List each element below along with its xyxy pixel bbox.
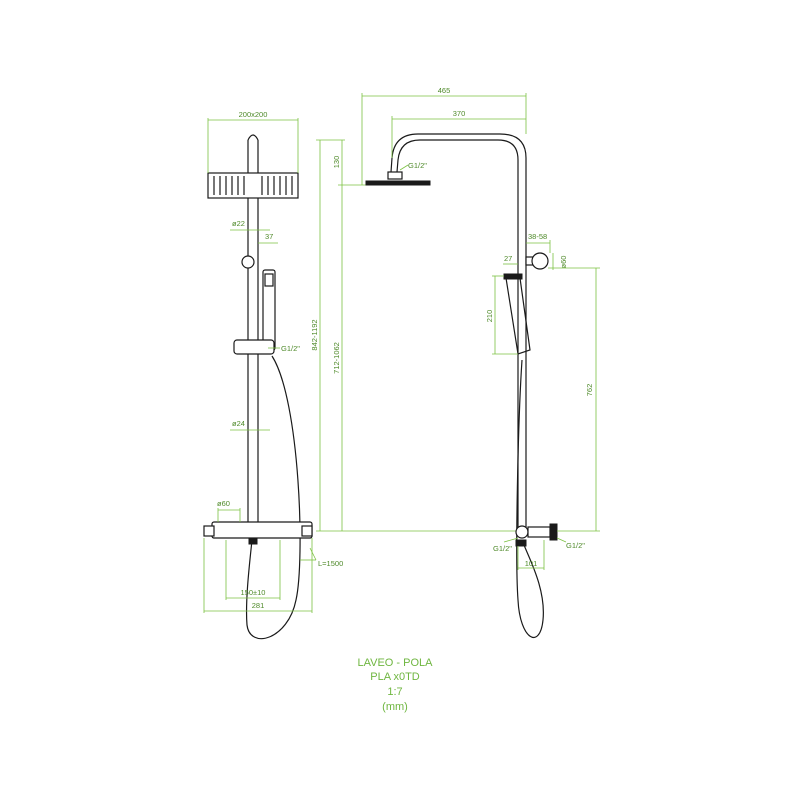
dim-arm-offset: 37: [265, 232, 273, 241]
dim-holder-thread: G1/2": [281, 344, 300, 353]
dim-inlet-left: G1/2": [493, 544, 512, 553]
front-dimensions: 200x200 ø22 37 G1/2" ø24 ø60 L=1500 150±…: [203, 110, 343, 613]
hose-side: [516, 359, 544, 639]
dim-rail-top: ø22: [232, 219, 245, 228]
dim-adj-height: 712-1062: [332, 342, 341, 374]
valve-left-knob: [203, 525, 215, 537]
dim-valve-front: ø60: [217, 499, 230, 508]
dim-reach-total: 465: [438, 86, 451, 95]
thermostatic-valve: [211, 521, 313, 539]
valve-right-knob: [301, 525, 313, 537]
rail-ring: [241, 255, 255, 269]
hose: [245, 355, 301, 640]
dim-total-height: 842-1192: [310, 319, 319, 350]
handset-holder: [233, 339, 275, 355]
valve-outlet: [248, 537, 258, 545]
hand-shower-head: [503, 273, 523, 280]
height-dimensions: 842-1192 712-1062 130: [310, 139, 525, 532]
shower-head: [207, 172, 299, 199]
dim-centers: 150±10: [241, 588, 266, 597]
dim-valve-width: 281: [252, 601, 265, 610]
shower-arm-outer: [396, 139, 519, 530]
dim-head-drop: 130: [332, 156, 341, 169]
shower-head-nozzles: [213, 176, 293, 195]
title-line-3: 1:7: [387, 686, 403, 698]
wall-bracket: [531, 252, 549, 270]
head-connector: [387, 171, 403, 180]
dim-inlet-right: G1/2": [566, 541, 585, 550]
dim-valve-side: ø60: [559, 256, 568, 269]
shower-head-side: [365, 180, 431, 186]
front-view: [203, 134, 313, 640]
dim-rail-low: ø24: [232, 419, 245, 428]
shower-arm-inner: [390, 133, 527, 530]
dim-handset-offset: 27: [504, 254, 512, 263]
title-line-2: PLA x0TD: [370, 671, 420, 683]
rail-top-cap: [247, 134, 259, 141]
dim-valve-depth: 101: [525, 559, 538, 568]
side-dimensions: 465 370 G1/2" 38-58 27 ø60 210 762 G1/2"…: [361, 86, 600, 570]
wall-flange: [549, 523, 558, 541]
dim-handset-len: 210: [485, 310, 494, 323]
dim-bracket-height: 762: [585, 384, 594, 397]
valve-outlet-side: [515, 539, 527, 547]
dim-reach-arm: 370: [453, 109, 466, 118]
dim-head-size: 200x200: [239, 110, 268, 119]
dim-head-thread: G1/2": [408, 161, 427, 170]
dim-wall-dist: 38-58: [528, 232, 547, 241]
valve-side: [515, 525, 529, 539]
valve-inlet: [527, 526, 551, 538]
title-line-1: LAVEO - POLA: [357, 657, 433, 669]
side-view: [365, 133, 558, 639]
hand-shower-face: [264, 273, 274, 287]
title-line-4: (mm): [382, 701, 408, 713]
dim-hose-length: L=1500: [318, 559, 343, 568]
